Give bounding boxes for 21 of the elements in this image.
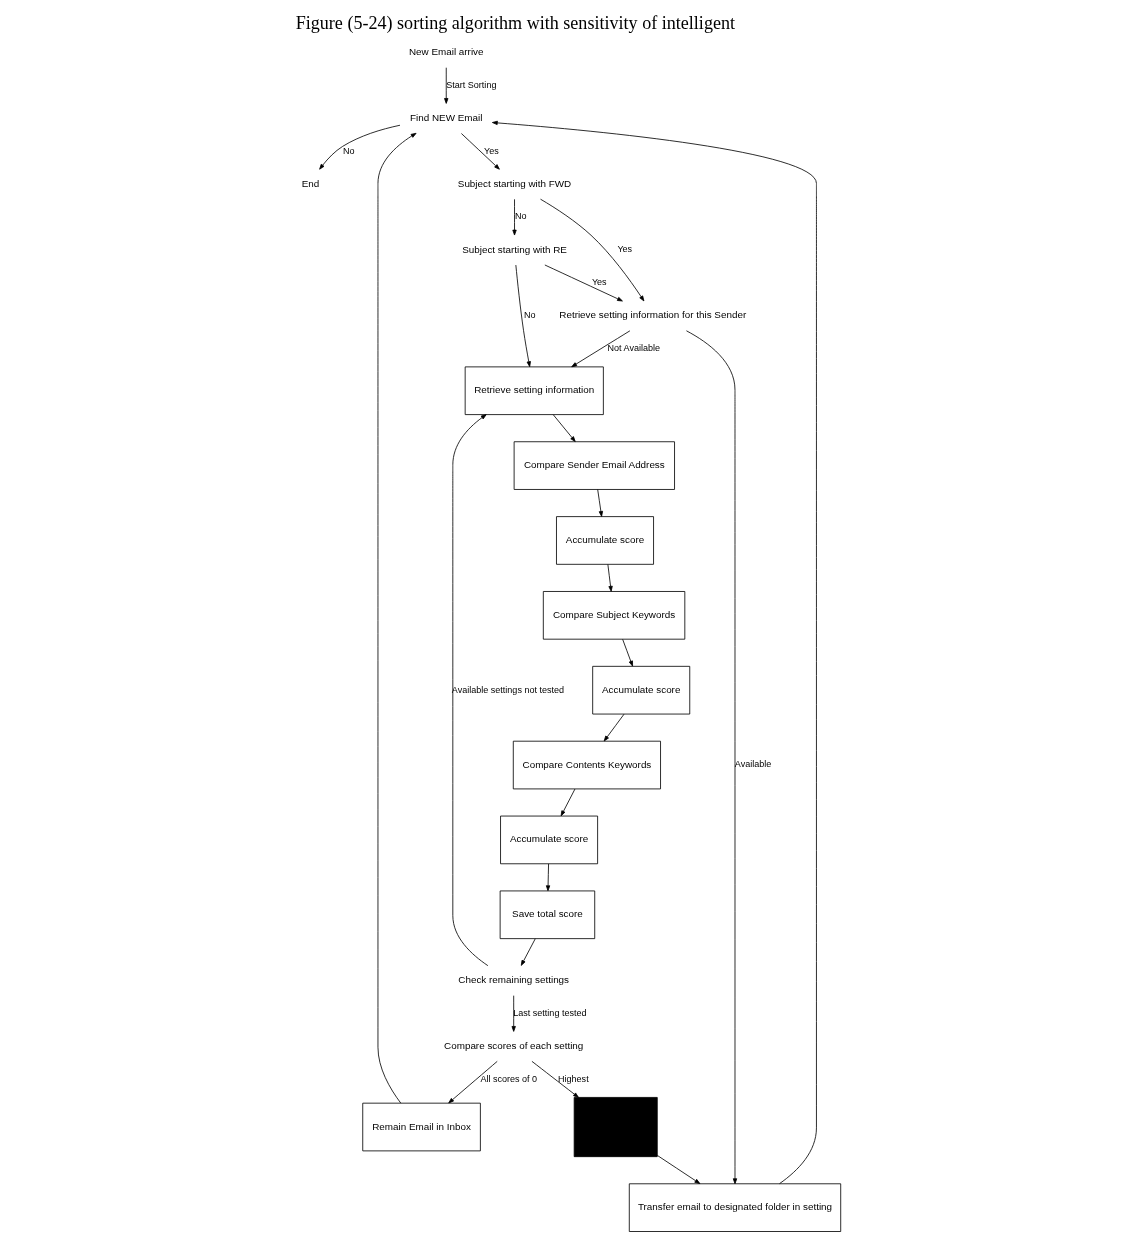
node-text: Subject starting with FWD bbox=[457, 177, 572, 189]
edge-label: Not Available bbox=[607, 343, 661, 354]
edge-label: Start Sorting bbox=[446, 79, 497, 90]
node-text: Retrieve setting information for this Sender bbox=[559, 309, 747, 321]
edge-label: All scores of 0 bbox=[480, 1073, 538, 1084]
node-text: Subject starting with RE bbox=[462, 243, 567, 255]
edge-label: Yes bbox=[617, 244, 633, 255]
edge-label: No bbox=[523, 310, 536, 321]
node-text: Compare scores of each setting bbox=[444, 1039, 584, 1051]
node-text: Find NEW Email bbox=[410, 111, 483, 123]
diagram-title: Figure (5-24) sorting algorithm with sensitivity of intelligent bbox=[295, 13, 736, 34]
edge-label: Highest bbox=[558, 1073, 589, 1084]
edge-label: Yes bbox=[591, 277, 607, 288]
node-text: New Email arrive bbox=[408, 46, 484, 58]
edge-label: No bbox=[514, 211, 527, 222]
edge-label: Last setting tested bbox=[513, 1007, 587, 1018]
edge-label: Yes bbox=[484, 145, 499, 156]
node-text: Check remaining settings bbox=[458, 974, 570, 986]
edge-label: Available bbox=[734, 759, 772, 770]
node-text: End bbox=[301, 177, 320, 189]
edge-label: No bbox=[342, 145, 355, 156]
